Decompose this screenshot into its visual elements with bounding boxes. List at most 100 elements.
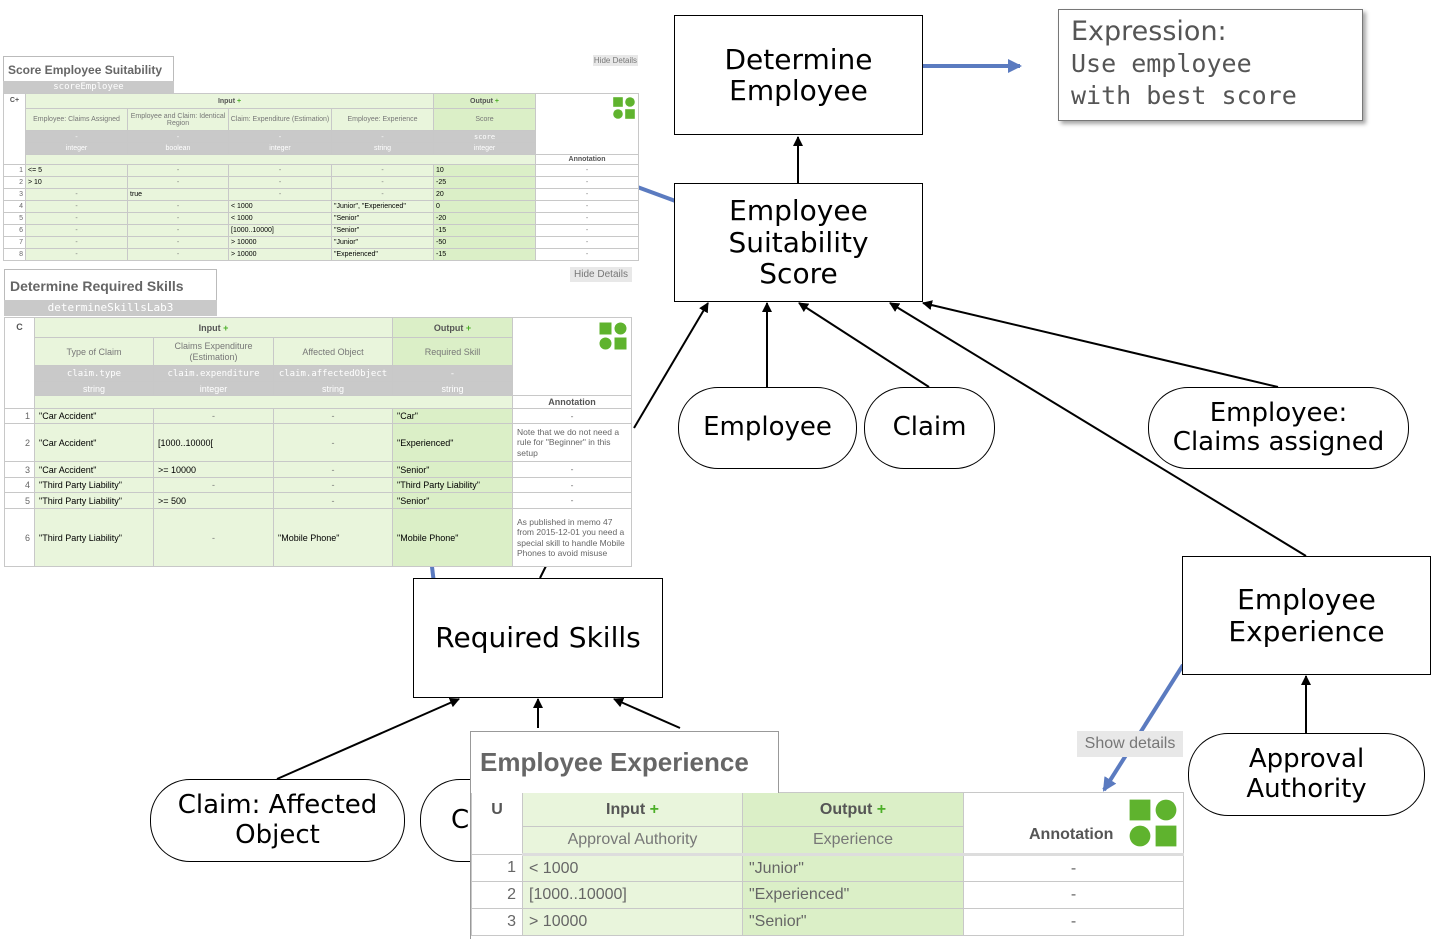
table-cell[interactable]: > 10000 <box>522 908 743 936</box>
table-cell[interactable]: - <box>153 408 274 424</box>
table-cell[interactable]: - <box>273 461 393 478</box>
table-cell[interactable]: >= 10000 <box>153 461 274 478</box>
table-cell[interactable]: - <box>535 248 639 261</box>
table-cell[interactable]: - <box>25 248 128 261</box>
table-cell[interactable]: "Mobile Phone" <box>392 508 513 567</box>
add-column-icon[interactable]: + <box>237 97 242 105</box>
table-cell[interactable]: - <box>963 908 1184 936</box>
table-cell[interactable]: [1000..10000] <box>522 881 743 909</box>
table-cell[interactable]: - <box>228 164 332 177</box>
table-cell[interactable]: -15 <box>433 248 537 261</box>
add-column-icon[interactable]: + <box>876 800 887 818</box>
table-cell[interactable]: true <box>127 188 229 201</box>
table-row[interactable]: 3-true--20- <box>3 188 639 201</box>
table-cell[interactable]: - <box>127 236 229 249</box>
experience-hit-policy[interactable]: U <box>471 792 523 855</box>
table-cell[interactable]: "Car Accident" <box>34 408 154 424</box>
table-cell[interactable]: 20 <box>433 188 537 201</box>
table-cell[interactable]: - <box>25 212 128 225</box>
table-cell[interactable]: - <box>535 224 639 237</box>
input-approval-authority[interactable]: Approval Authority <box>1188 733 1425 816</box>
table-cell[interactable]: "Senior" <box>330 224 435 237</box>
table-cell[interactable]: "Mobile Phone" <box>273 508 393 567</box>
table-cell[interactable]: "Experienced" <box>330 248 435 261</box>
table-row[interactable]: 3> 10000"Senior"- <box>471 908 1184 936</box>
table-cell[interactable]: - <box>25 188 128 201</box>
table-cell[interactable]: - <box>273 492 393 509</box>
table-cell[interactable]: - <box>127 200 229 213</box>
table-row[interactable]: 6--[1000..10000]"Senior"-15- <box>3 224 639 237</box>
table-cell[interactable]: "Experienced" <box>742 881 964 909</box>
table-row[interactable]: 1< 1000"Junior"- <box>471 854 1184 882</box>
table-row[interactable]: 2> 10----25- <box>3 176 639 189</box>
table-cell[interactable]: -20 <box>433 212 537 225</box>
table-cell[interactable]: - <box>127 248 229 261</box>
table-cell[interactable]: "Third Party Liability" <box>34 492 154 509</box>
table-cell[interactable]: "Third Party Liability" <box>34 477 154 493</box>
add-column-icon[interactable]: + <box>649 800 659 818</box>
table-cell[interactable]: <= 5 <box>25 164 128 177</box>
table-cell[interactable]: Note that we do not need a rule for "Beg… <box>512 423 632 462</box>
table-cell[interactable]: 0 <box>433 200 537 213</box>
table-cell[interactable]: [1000..10000] <box>228 224 332 237</box>
score-hit-policy[interactable]: C+ <box>3 93 26 165</box>
table-row[interactable]: 7--> 10000"Junior"-50- <box>3 236 639 249</box>
table-cell[interactable]: - <box>127 224 229 237</box>
table-cell[interactable]: - <box>153 508 274 567</box>
table-cell[interactable]: - <box>25 236 128 249</box>
table-cell[interactable]: > 10 <box>25 176 128 189</box>
table-cell[interactable]: "Junior" <box>742 854 964 882</box>
table-cell[interactable]: "Junior" <box>330 236 435 249</box>
skills-table-hide-details-button[interactable]: Hide Details <box>570 267 632 282</box>
table-cell[interactable]: - <box>273 423 393 462</box>
table-cell[interactable]: - <box>512 477 632 493</box>
table-row[interactable]: 4--< 1000"Junior", "Experienced"0- <box>3 200 639 213</box>
table-row[interactable]: 8--> 10000"Experienced"-15- <box>3 248 639 261</box>
table-cell[interactable]: - <box>153 477 274 493</box>
table-cell[interactable]: - <box>273 477 393 493</box>
table-cell[interactable]: - <box>25 200 128 213</box>
table-cell[interactable]: -15 <box>433 224 537 237</box>
decision-determine-employee[interactable]: Determine Employee <box>674 15 923 135</box>
table-cell[interactable]: - <box>127 212 229 225</box>
decision-required-skills[interactable]: Required Skills <box>413 578 663 698</box>
table-cell[interactable]: 10 <box>433 164 537 177</box>
table-row[interactable]: 3"Car Accident">= 10000-"Senior"- <box>4 461 632 478</box>
table-cell[interactable]: As published in memo 47 from 2015-12-01 … <box>512 508 632 567</box>
table-cell[interactable]: -50 <box>433 236 537 249</box>
table-cell[interactable]: - <box>512 492 632 509</box>
table-cell[interactable]: "Senior" <box>392 492 513 509</box>
table-cell[interactable]: - <box>535 176 639 189</box>
table-cell[interactable]: "Senior" <box>742 908 964 936</box>
table-cell[interactable]: [1000..10000[ <box>153 423 274 462</box>
table-row[interactable]: 1<= 5---10- <box>3 164 639 177</box>
table-cell[interactable]: >= 500 <box>153 492 274 509</box>
input-affected-object[interactable]: Claim: Affected Object <box>150 779 405 862</box>
table-cell[interactable]: "Car Accident" <box>34 461 154 478</box>
table-cell[interactable]: "Junior", "Experienced" <box>330 200 435 213</box>
table-cell[interactable]: - <box>330 188 435 201</box>
table-cell[interactable]: "Third Party Liability" <box>34 508 154 567</box>
decision-suitability-score[interactable]: Employee Suitability Score <box>674 183 923 302</box>
table-cell[interactable]: - <box>127 176 229 189</box>
table-cell[interactable]: - <box>25 224 128 237</box>
table-cell[interactable]: "Senior" <box>392 461 513 478</box>
table-cell[interactable]: - <box>535 236 639 249</box>
table-cell[interactable]: "Senior" <box>330 212 435 225</box>
table-row[interactable]: 2[1000..10000]"Experienced"- <box>471 881 1184 909</box>
decision-employee-experience[interactable]: Employee Experience <box>1182 556 1431 675</box>
table-cell[interactable]: - <box>963 854 1184 882</box>
table-cell[interactable]: - <box>228 188 332 201</box>
input-claim[interactable]: Claim <box>864 387 995 469</box>
table-cell[interactable]: - <box>535 200 639 213</box>
input-employee[interactable]: Employee <box>678 387 857 469</box>
add-column-icon[interactable]: + <box>223 322 229 333</box>
add-column-icon[interactable]: + <box>494 97 500 105</box>
table-cell[interactable]: > 10000 <box>228 248 332 261</box>
experience-table-show-details-button[interactable]: Show details <box>1077 731 1183 757</box>
table-cell[interactable]: "Car Accident" <box>34 423 154 462</box>
table-row[interactable]: 5"Third Party Liability">= 500-"Senior"- <box>4 492 632 509</box>
table-row[interactable]: 6"Third Party Liability"-"Mobile Phone""… <box>4 508 632 567</box>
skills-hit-policy[interactable]: C <box>4 317 35 409</box>
table-cell[interactable]: - <box>512 408 632 424</box>
